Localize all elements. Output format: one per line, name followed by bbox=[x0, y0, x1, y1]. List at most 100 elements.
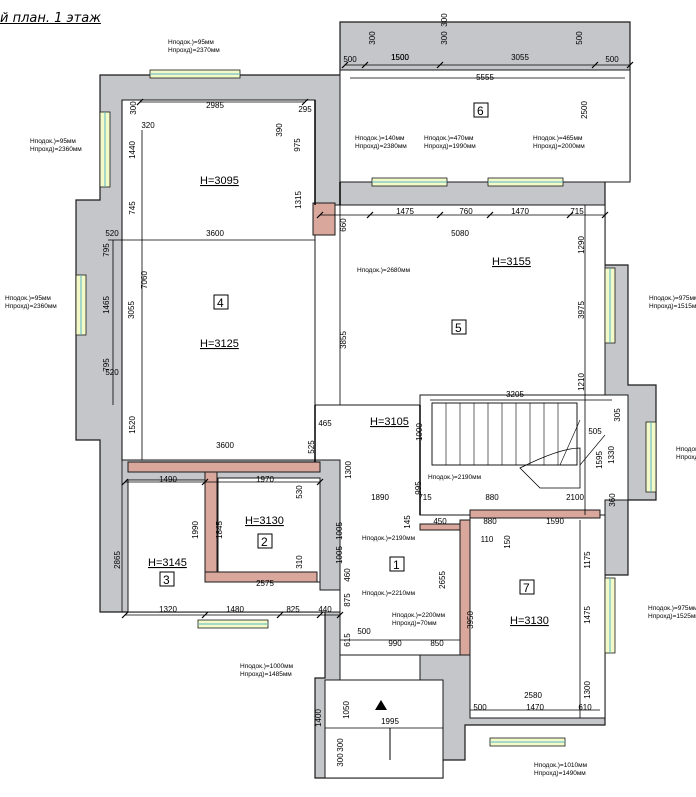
dimension-label: 3600 bbox=[206, 229, 224, 238]
room-height-label: H=3125 bbox=[200, 338, 239, 350]
dimension-label: 1400 bbox=[314, 709, 323, 727]
window-note: Hпрохд)=1485мм bbox=[240, 671, 292, 678]
dimension-label: 500 bbox=[575, 31, 584, 45]
dimension-label: 880 bbox=[483, 517, 497, 526]
window-note: Hподок.)=2210мм bbox=[362, 590, 416, 597]
dimension-label: 990 bbox=[388, 639, 402, 648]
dimension-label: 465 bbox=[318, 419, 332, 428]
room-number: 7 bbox=[523, 581, 530, 595]
room-height-label: H=3105 bbox=[370, 416, 409, 428]
dimension-label: 850 bbox=[430, 639, 444, 648]
room-6-floor bbox=[339, 69, 631, 183]
room-number: 6 bbox=[477, 104, 484, 118]
dimension-label: 150 bbox=[503, 535, 512, 549]
room-2-floor bbox=[217, 477, 321, 583]
dimension-label: 525 bbox=[307, 440, 316, 454]
window-note: Hподок.)=1000мм bbox=[240, 663, 294, 670]
dimension-label: 1990 bbox=[191, 521, 200, 539]
room-height-label: H=3155 bbox=[492, 256, 531, 268]
window-note: Hподок.)=2200мм bbox=[392, 612, 446, 619]
window-note: Hподок.)= bbox=[676, 446, 696, 453]
dimension-label: 300 bbox=[440, 13, 449, 27]
dimension-label: 500 bbox=[605, 55, 619, 64]
dimension-label: 2655 bbox=[438, 571, 447, 589]
dimension-label: 745 bbox=[128, 201, 137, 215]
column bbox=[419, 523, 461, 531]
dimension-label: 1520 bbox=[128, 416, 137, 434]
dimension-label: 1050 bbox=[342, 701, 351, 719]
column bbox=[459, 519, 471, 656]
column bbox=[127, 461, 321, 473]
window-note: Hпрохд)=1515мм bbox=[649, 303, 696, 310]
room-height-label: H=3130 bbox=[510, 615, 549, 627]
window-note: Hпрохд)=2000мм bbox=[533, 143, 585, 150]
column bbox=[469, 509, 601, 519]
dimension-label: 1470 bbox=[526, 703, 544, 712]
dimension-label: 1005 bbox=[335, 546, 344, 564]
column bbox=[312, 202, 336, 236]
dimension-label: 305 bbox=[613, 408, 622, 422]
plan-title: й план. 1 этаж bbox=[0, 11, 101, 26]
window-note: Hпрохд)=2360мм bbox=[5, 303, 57, 310]
dimension-label: 715 bbox=[418, 493, 432, 502]
dimension-label: 2580 bbox=[524, 691, 542, 700]
dimension-label: 1330 bbox=[607, 446, 616, 464]
window-note: Hподок.)=1010мм bbox=[534, 762, 588, 769]
dimension-label: 1465 bbox=[102, 296, 111, 314]
dimension-label: 1490 bbox=[159, 475, 177, 484]
dimension-label: 505 bbox=[588, 427, 602, 436]
room-height-label: H=3145 bbox=[148, 557, 187, 569]
room-number: 1 bbox=[393, 558, 400, 572]
dimension-label: 2500 bbox=[580, 101, 589, 119]
window-note: Hподок.)=975мм bbox=[648, 605, 696, 612]
dimension-label: 3855 bbox=[339, 331, 348, 349]
window-note: Hподок.)=465мм bbox=[533, 135, 583, 142]
dimension-label: 1480 bbox=[226, 605, 244, 614]
dimension-label: 660 bbox=[339, 218, 348, 232]
dimension-label: 1475 bbox=[396, 207, 414, 216]
room-labels: H=3095 H=3125 H=3155 H=3105 H=3130 H=314… bbox=[148, 102, 549, 627]
dimension-label: 3055 bbox=[127, 301, 136, 319]
window-note: Hподок.)=95мм bbox=[30, 138, 76, 145]
dimension-label: 460 bbox=[343, 568, 352, 582]
room-height-label: H=3095 bbox=[200, 175, 239, 187]
entry-arrow bbox=[375, 700, 391, 760]
room-4-floor bbox=[121, 99, 316, 461]
window-note: Hподок.)=95мм bbox=[168, 39, 214, 46]
dimension-label: 1970 bbox=[256, 475, 274, 484]
dimension-label: 1315 bbox=[294, 191, 303, 209]
dimension-label: 795 bbox=[102, 358, 111, 372]
dimension-label: 3975 bbox=[577, 301, 586, 319]
room-height-label: H=3130 bbox=[245, 515, 284, 527]
dimension-label: 610 bbox=[578, 703, 592, 712]
partitions bbox=[314, 100, 421, 515]
dimension-label: 360 bbox=[608, 493, 617, 507]
dimension-label: 5555 bbox=[476, 73, 494, 82]
dimension-label: 875 bbox=[343, 593, 352, 607]
dimension-label: 1890 bbox=[371, 493, 389, 502]
dimension-label: 2575 bbox=[256, 579, 274, 588]
dimension-label: 615 bbox=[343, 633, 352, 647]
dimension-label: 1290 bbox=[577, 236, 586, 254]
window-note: Hпрохд)=2380мм bbox=[355, 143, 407, 150]
dimension-label: 520 bbox=[105, 229, 119, 238]
dimension-label: 1500 bbox=[391, 53, 409, 62]
window-note: Hпрохд)=2360мм bbox=[30, 146, 82, 153]
dimension-label: 145 bbox=[403, 515, 412, 529]
dimension-label: 300 bbox=[336, 738, 345, 752]
dimension-label: 300 bbox=[336, 753, 345, 767]
dimension-label: 440 bbox=[318, 605, 332, 614]
window-note: Hподок.)=470мм bbox=[424, 135, 474, 142]
dimension-lines bbox=[108, 61, 634, 729]
dimension-label: 7060 bbox=[140, 271, 149, 289]
dimension-label: 300 bbox=[440, 31, 449, 45]
dimension-label: 1210 bbox=[577, 373, 586, 391]
porch-floor bbox=[324, 679, 444, 779]
window-note: Hподок.)=140мм bbox=[355, 135, 405, 142]
dimension-label: 1300 bbox=[344, 461, 353, 479]
columns bbox=[127, 202, 601, 656]
window-notes: Hподок.)=95ммHпрохд)=2370ммHподок.)=95мм… bbox=[5, 39, 696, 777]
dimension-label: 1300 bbox=[583, 681, 592, 699]
room-number: 2 bbox=[261, 535, 268, 549]
